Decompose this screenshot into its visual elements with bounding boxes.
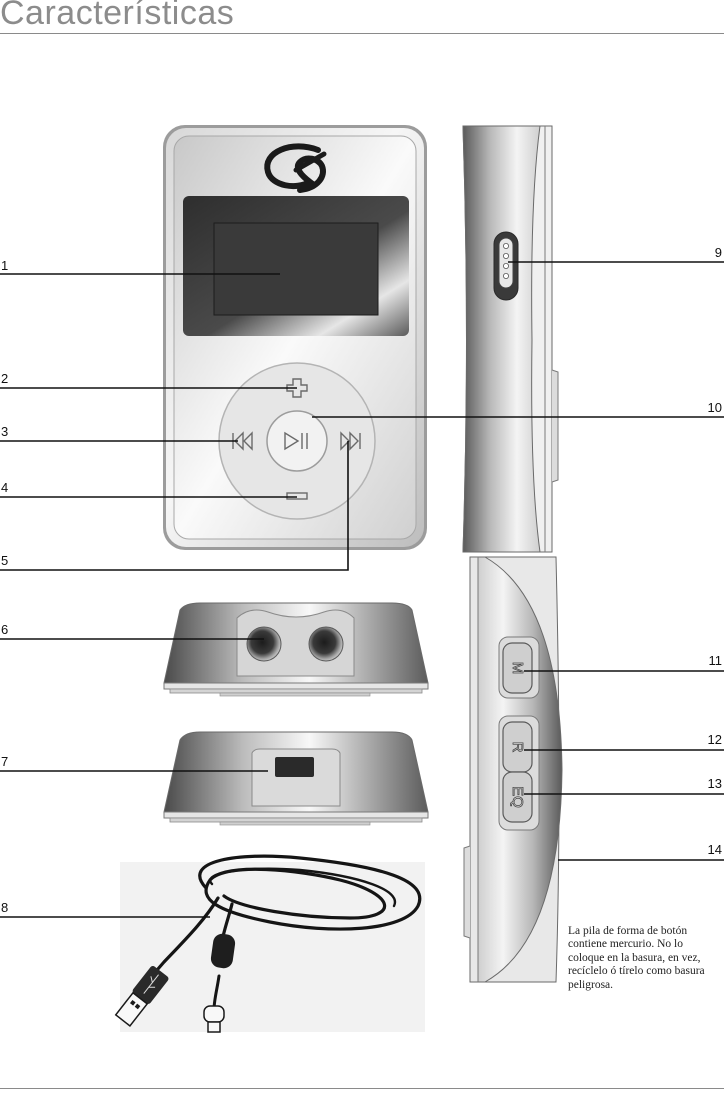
player-left-side-view: M R EQ (463, 556, 563, 983)
callout-10: 10 (708, 400, 722, 415)
brand-logo-icon (264, 143, 327, 193)
title-rule (0, 33, 724, 34)
eq-button-label: EQ (509, 786, 526, 808)
right-side-body (462, 125, 541, 553)
callout-5: 5 (1, 553, 8, 568)
leader-lines (0, 261, 724, 918)
headphone-jack-left[interactable] (246, 626, 282, 662)
callout-4: 4 (1, 480, 8, 495)
battery-warning-note: La pila de forma de botón contiene mercu… (568, 925, 705, 991)
player-bottom-view (163, 731, 429, 826)
player-front-view (163, 125, 427, 550)
usb-symbol-icon (143, 974, 159, 994)
menu-m-button[interactable] (502, 642, 533, 694)
usb-a-plug (114, 965, 169, 1027)
callout-12: 12 (708, 732, 722, 747)
usb-panel (251, 748, 341, 807)
callout-6: 6 (1, 622, 8, 637)
lcd-screen (213, 222, 379, 316)
callout-7: 7 (1, 754, 8, 769)
page-title: Características (0, 0, 235, 32)
ferrite-core (210, 933, 236, 969)
volume-up-icon[interactable] (286, 378, 308, 398)
callout-2: 2 (1, 371, 8, 386)
callout-8: 8 (1, 900, 8, 915)
callout-11: 11 (709, 653, 723, 668)
next-track-icon[interactable] (340, 431, 361, 451)
callout-9: 9 (715, 245, 722, 260)
top-view-base (163, 682, 429, 690)
headphone-jack-right[interactable] (308, 626, 344, 662)
usb-cable-illustration (114, 854, 425, 1033)
callout-1: 1 (1, 258, 8, 273)
callout-14: 14 (708, 842, 722, 857)
m-button-label: M (509, 662, 526, 675)
leader-line-5 (0, 441, 349, 571)
mini-usb-port[interactable] (275, 757, 314, 777)
equalizer-eq-button[interactable] (502, 771, 533, 823)
play-pause-icon (284, 431, 308, 451)
callout-numbers: 1 2 3 4 5 6 7 8 9 10 11 12 13 14 (1, 245, 722, 915)
callout-3: 3 (1, 424, 8, 439)
player-top-view (163, 602, 429, 697)
volume-down-icon[interactable] (286, 492, 308, 500)
mini-usb-plug (203, 1005, 225, 1033)
cable-photo-background (120, 862, 425, 1032)
player-right-side-view (462, 125, 559, 553)
footer-rule (0, 1088, 724, 1089)
callout-13: 13 (708, 776, 722, 791)
r-button-label: R (509, 742, 526, 753)
